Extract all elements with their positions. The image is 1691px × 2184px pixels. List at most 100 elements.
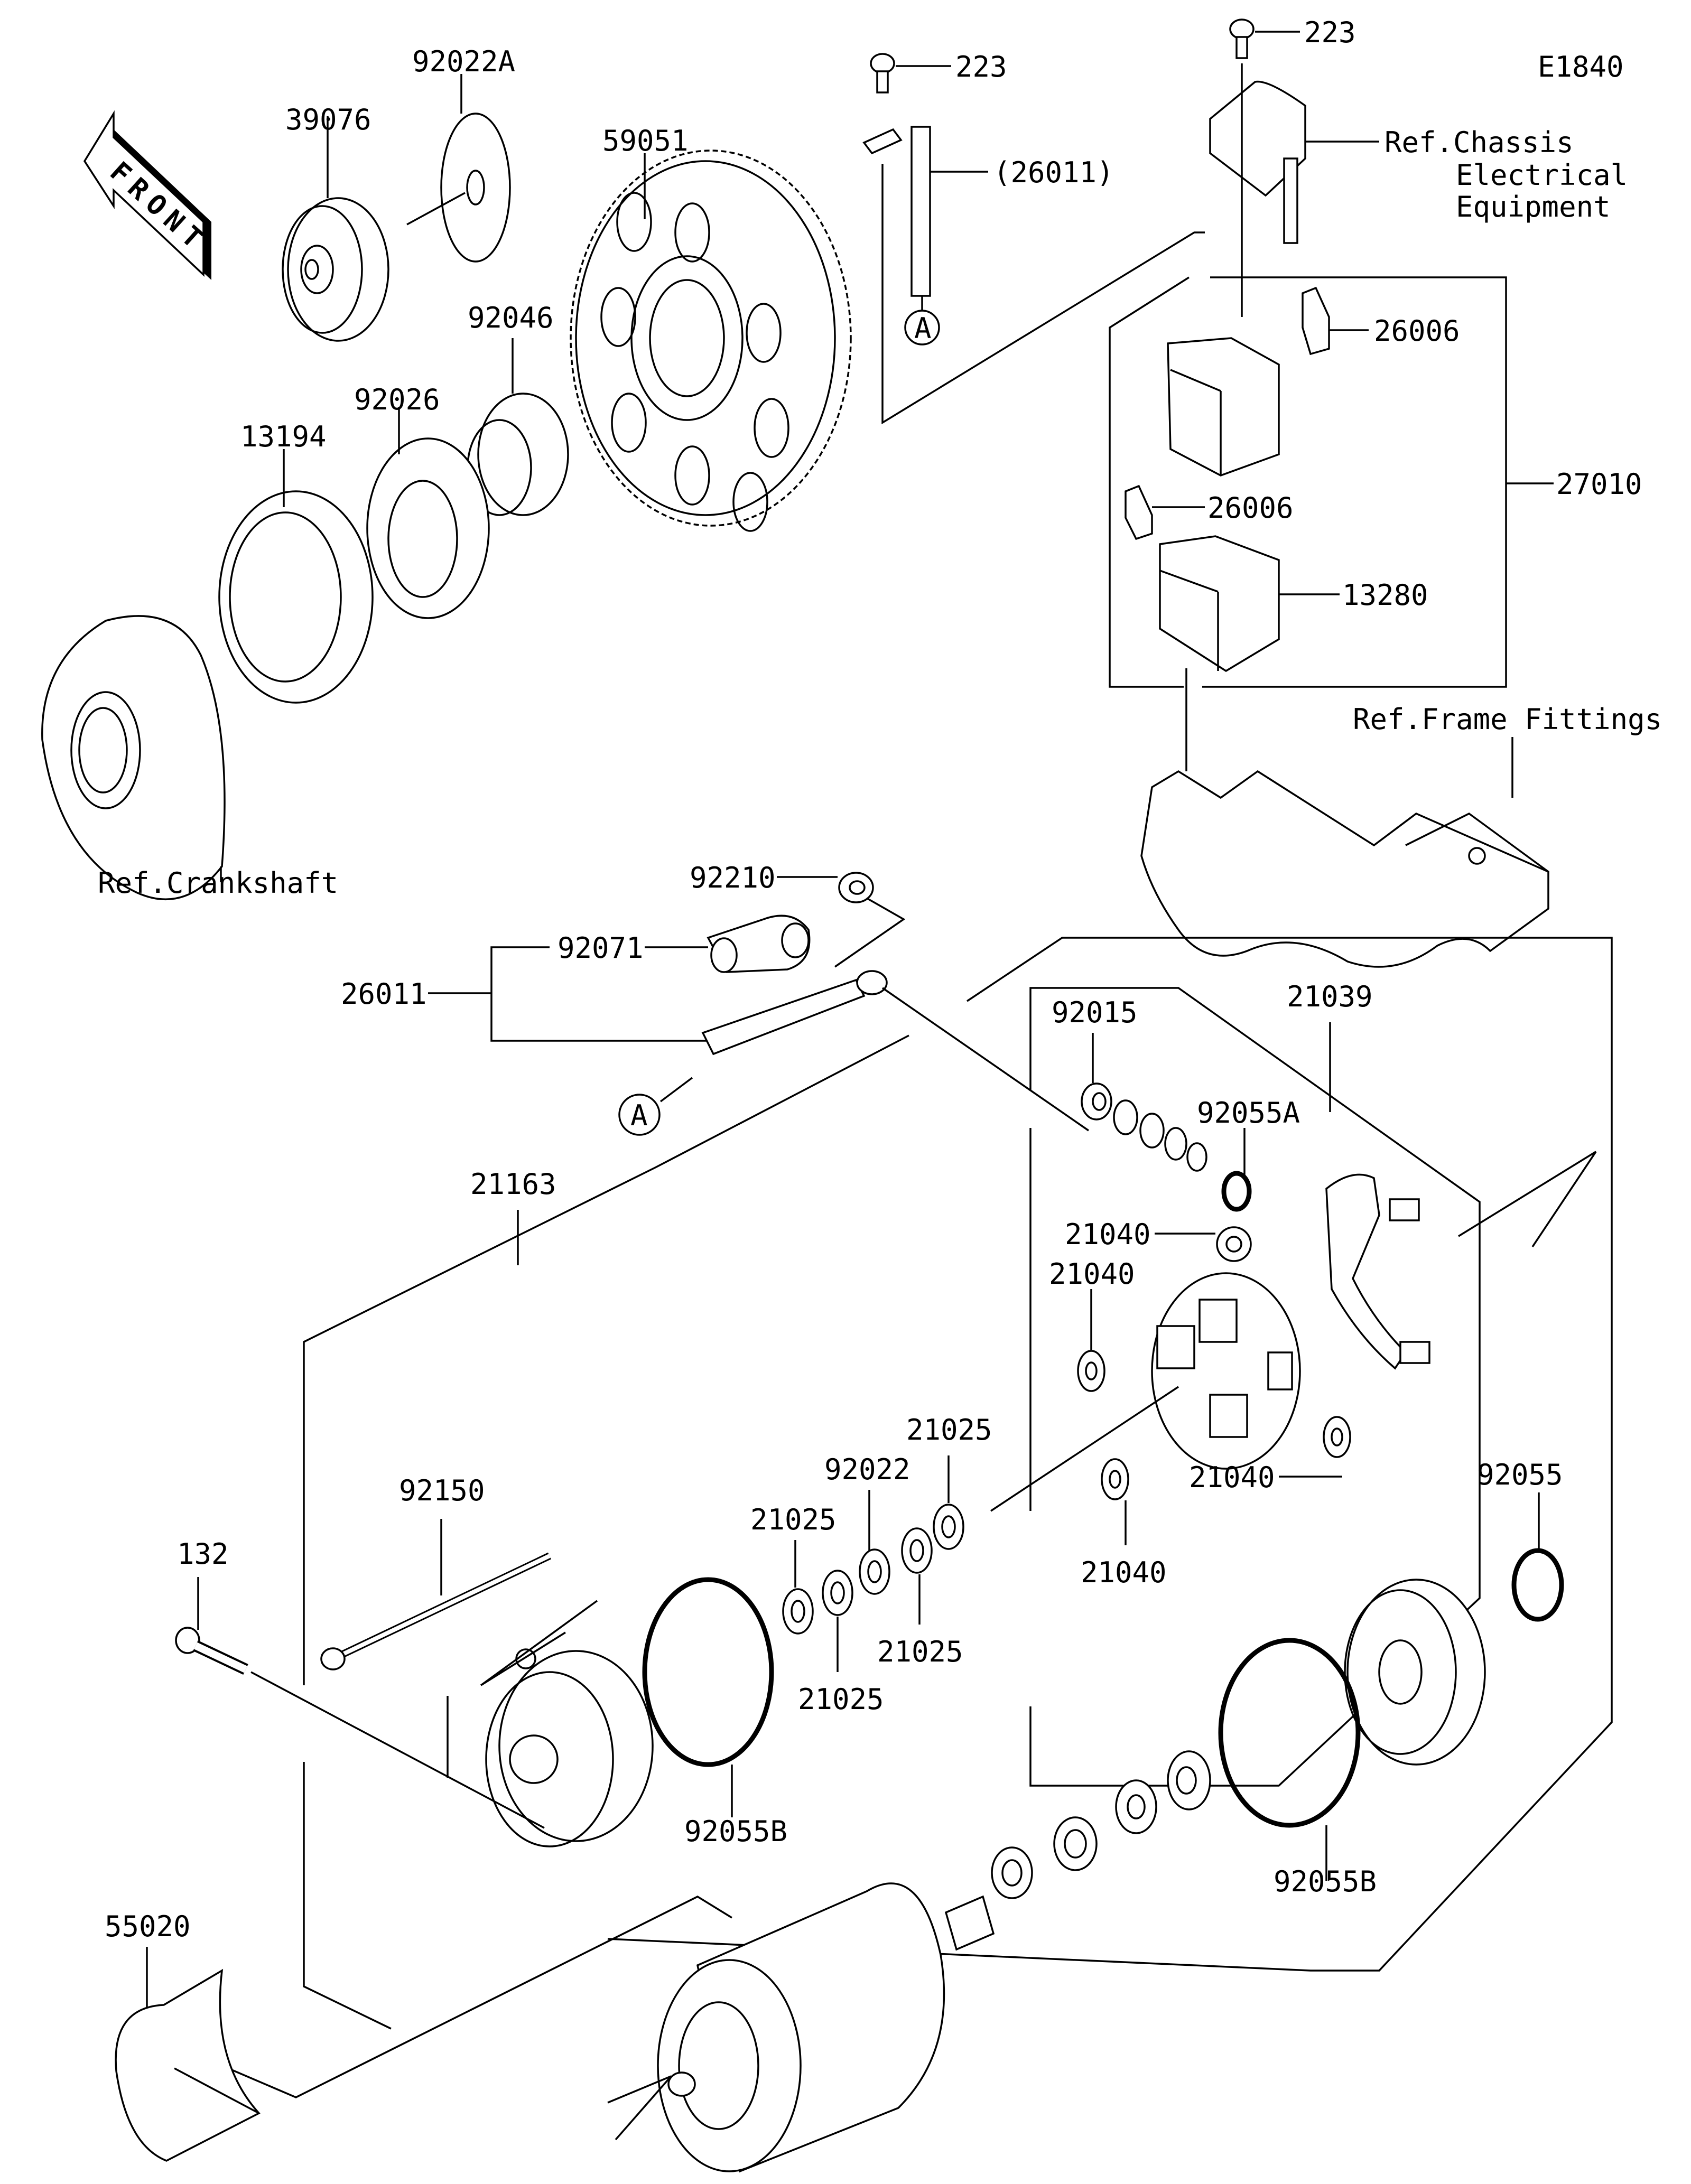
part-92055A-oring[interactable] bbox=[1221, 1171, 1252, 1212]
diagram-code: E1840 bbox=[1538, 50, 1624, 83]
part-26006-fuse-top[interactable] bbox=[1302, 286, 1330, 356]
leader-92210-connector bbox=[834, 897, 906, 968]
leader-armature bbox=[607, 2075, 672, 2141]
part-21040-spring-c[interactable] bbox=[1323, 1416, 1351, 1458]
leader-cable-to-nut bbox=[882, 987, 1089, 1132]
part-26006-fuse-mid[interactable] bbox=[1125, 484, 1153, 540]
group-outline-21163-right bbox=[607, 937, 1613, 1972]
part-92055-oring[interactable] bbox=[1511, 1548, 1564, 1622]
chassis-ref-cover bbox=[1209, 80, 1306, 244]
callout-26011[interactable]: 26011 bbox=[341, 977, 427, 1011]
callout-92055A[interactable]: 92055A bbox=[1197, 1096, 1300, 1130]
callout-92055B-right[interactable]: 92055B bbox=[1274, 1865, 1377, 1898]
part-92150-bolt[interactable] bbox=[320, 1552, 552, 1670]
callout-13194[interactable]: 13194 bbox=[240, 420, 327, 453]
part-13280-cover[interactable] bbox=[1159, 535, 1280, 673]
part-132-bolt[interactable] bbox=[175, 1627, 248, 1675]
part-92022A-washer[interactable] bbox=[440, 113, 511, 263]
cable-26011-top bbox=[862, 126, 931, 297]
callout-92071[interactable]: 92071 bbox=[558, 931, 644, 965]
part-92210-nut[interactable] bbox=[838, 872, 874, 903]
callout-21040-c[interactable]: 21040 bbox=[1189, 1461, 1275, 1494]
part-59051-gear[interactable] bbox=[570, 150, 852, 532]
washer-hole bbox=[941, 1515, 956, 1538]
part-92055B-oring-left[interactable] bbox=[642, 1577, 774, 1767]
part-55020-yoke[interactable] bbox=[115, 1968, 261, 2162]
callout-26006-mid[interactable]: 26006 bbox=[1207, 491, 1294, 525]
washer-hole bbox=[867, 1560, 882, 1583]
callout-21040-a[interactable]: 21040 bbox=[1065, 1218, 1151, 1251]
part-223-bolt-left[interactable] bbox=[870, 53, 895, 94]
front-label: FRONT bbox=[104, 156, 214, 259]
callout-92015[interactable]: 92015 bbox=[1052, 996, 1138, 1029]
callout-223-right[interactable]: 223 bbox=[1304, 16, 1356, 49]
callout-92210[interactable]: 92210 bbox=[690, 861, 776, 894]
callout-59051[interactable]: 59051 bbox=[602, 124, 689, 157]
callout-ref-crankshaft[interactable]: Ref.Crankshaft bbox=[98, 866, 338, 900]
part-223-bolt-right[interactable] bbox=[1229, 18, 1255, 59]
washer-hole bbox=[466, 170, 485, 206]
callout-92055B-left[interactable]: 92055B bbox=[684, 1815, 787, 1848]
part-brush-terminal bbox=[1325, 1173, 1430, 1370]
callout-ref-chassis-3[interactable]: Equipment bbox=[1456, 190, 1611, 223]
callout-92022[interactable]: 92022 bbox=[824, 1453, 910, 1486]
callout-21039[interactable]: 21039 bbox=[1287, 980, 1373, 1013]
connector-A-top-label: A bbox=[914, 312, 932, 345]
part-13194-clutch[interactable] bbox=[218, 490, 374, 704]
part-92022-washer[interactable] bbox=[859, 1548, 890, 1595]
callout-26006-top[interactable]: 26006 bbox=[1374, 314, 1460, 348]
part-21025-washer-d[interactable] bbox=[901, 1527, 933, 1574]
front-arrow-icon: FRONT bbox=[83, 110, 214, 280]
callout-21040-b[interactable]: 21040 bbox=[1049, 1257, 1135, 1291]
leader-132-to-cover bbox=[250, 1671, 545, 1829]
callout-92046[interactable]: 92046 bbox=[468, 301, 554, 334]
callout-223-left[interactable]: 223 bbox=[955, 50, 1007, 83]
callout-26011-paren[interactable]: (26011) bbox=[993, 156, 1114, 189]
part-21025-washer-a[interactable] bbox=[933, 1504, 964, 1550]
callout-21040-d[interactable]: 21040 bbox=[1081, 1556, 1167, 1589]
callout-21025-b[interactable]: 21025 bbox=[750, 1503, 837, 1536]
callout-13280[interactable]: 13280 bbox=[1342, 578, 1428, 612]
part-21025-washer-b[interactable] bbox=[782, 1588, 814, 1635]
callout-21025-d[interactable]: 21025 bbox=[877, 1635, 963, 1668]
part-92055B-oring-right[interactable] bbox=[1218, 1638, 1361, 1828]
callout-39076[interactable]: 39076 bbox=[285, 103, 371, 136]
part-26011-cable[interactable] bbox=[701, 970, 888, 1056]
callout-92022A[interactable]: 92022A bbox=[412, 45, 515, 78]
part-27010-relay[interactable] bbox=[1167, 337, 1280, 477]
callout-21163[interactable]: 21163 bbox=[470, 1168, 556, 1201]
callout-92055[interactable]: 92055 bbox=[1477, 1458, 1563, 1491]
callout-55020[interactable]: 55020 bbox=[105, 1910, 191, 1943]
callout-ref-frame[interactable]: Ref.Frame Fittings bbox=[1353, 703, 1662, 736]
callout-92026[interactable]: 92026 bbox=[354, 383, 440, 416]
part-21040-spring-d[interactable] bbox=[1101, 1458, 1129, 1500]
callout-ref-chassis-1[interactable]: Ref.Chassis bbox=[1385, 126, 1574, 159]
part-21040-spring-a[interactable] bbox=[1216, 1226, 1252, 1262]
leader-line bbox=[406, 192, 466, 226]
group-outline-27010-right bbox=[1202, 276, 1507, 688]
callout-27010[interactable]: 27010 bbox=[1556, 468, 1642, 501]
part-92015-nut[interactable] bbox=[1081, 1082, 1112, 1121]
leader-washers-to-plate bbox=[990, 1386, 1179, 1512]
washer-hole bbox=[830, 1581, 845, 1604]
callout-21025-c[interactable]: 21025 bbox=[798, 1683, 884, 1716]
group-outline-cable bbox=[881, 164, 1205, 425]
part-end-cover-right bbox=[1344, 1579, 1486, 1766]
part-armature bbox=[657, 1882, 995, 2173]
leader-cover-to-bolt bbox=[480, 1600, 598, 1686]
part-21040-spring-b[interactable] bbox=[1077, 1350, 1105, 1392]
group-outline-armature bbox=[221, 1895, 732, 2098]
part-39076-gear[interactable] bbox=[282, 197, 389, 342]
group-outline-21163-top bbox=[303, 1034, 909, 1685]
callout-132[interactable]: 132 bbox=[177, 1537, 229, 1571]
connector-A-bottom-label: A bbox=[630, 1099, 648, 1132]
part-92071-boot[interactable] bbox=[707, 914, 811, 973]
callout-21025-a[interactable]: 21025 bbox=[906, 1413, 992, 1446]
group-outline-21039 bbox=[1029, 987, 1481, 1787]
callout-ref-chassis-2[interactable]: Electrical bbox=[1456, 158, 1628, 192]
part-21025-washer-c[interactable] bbox=[822, 1570, 853, 1616]
part-92026-washer[interactable] bbox=[366, 437, 490, 619]
washer-hole bbox=[791, 1600, 805, 1623]
callout-92150[interactable]: 92150 bbox=[399, 1474, 485, 1507]
